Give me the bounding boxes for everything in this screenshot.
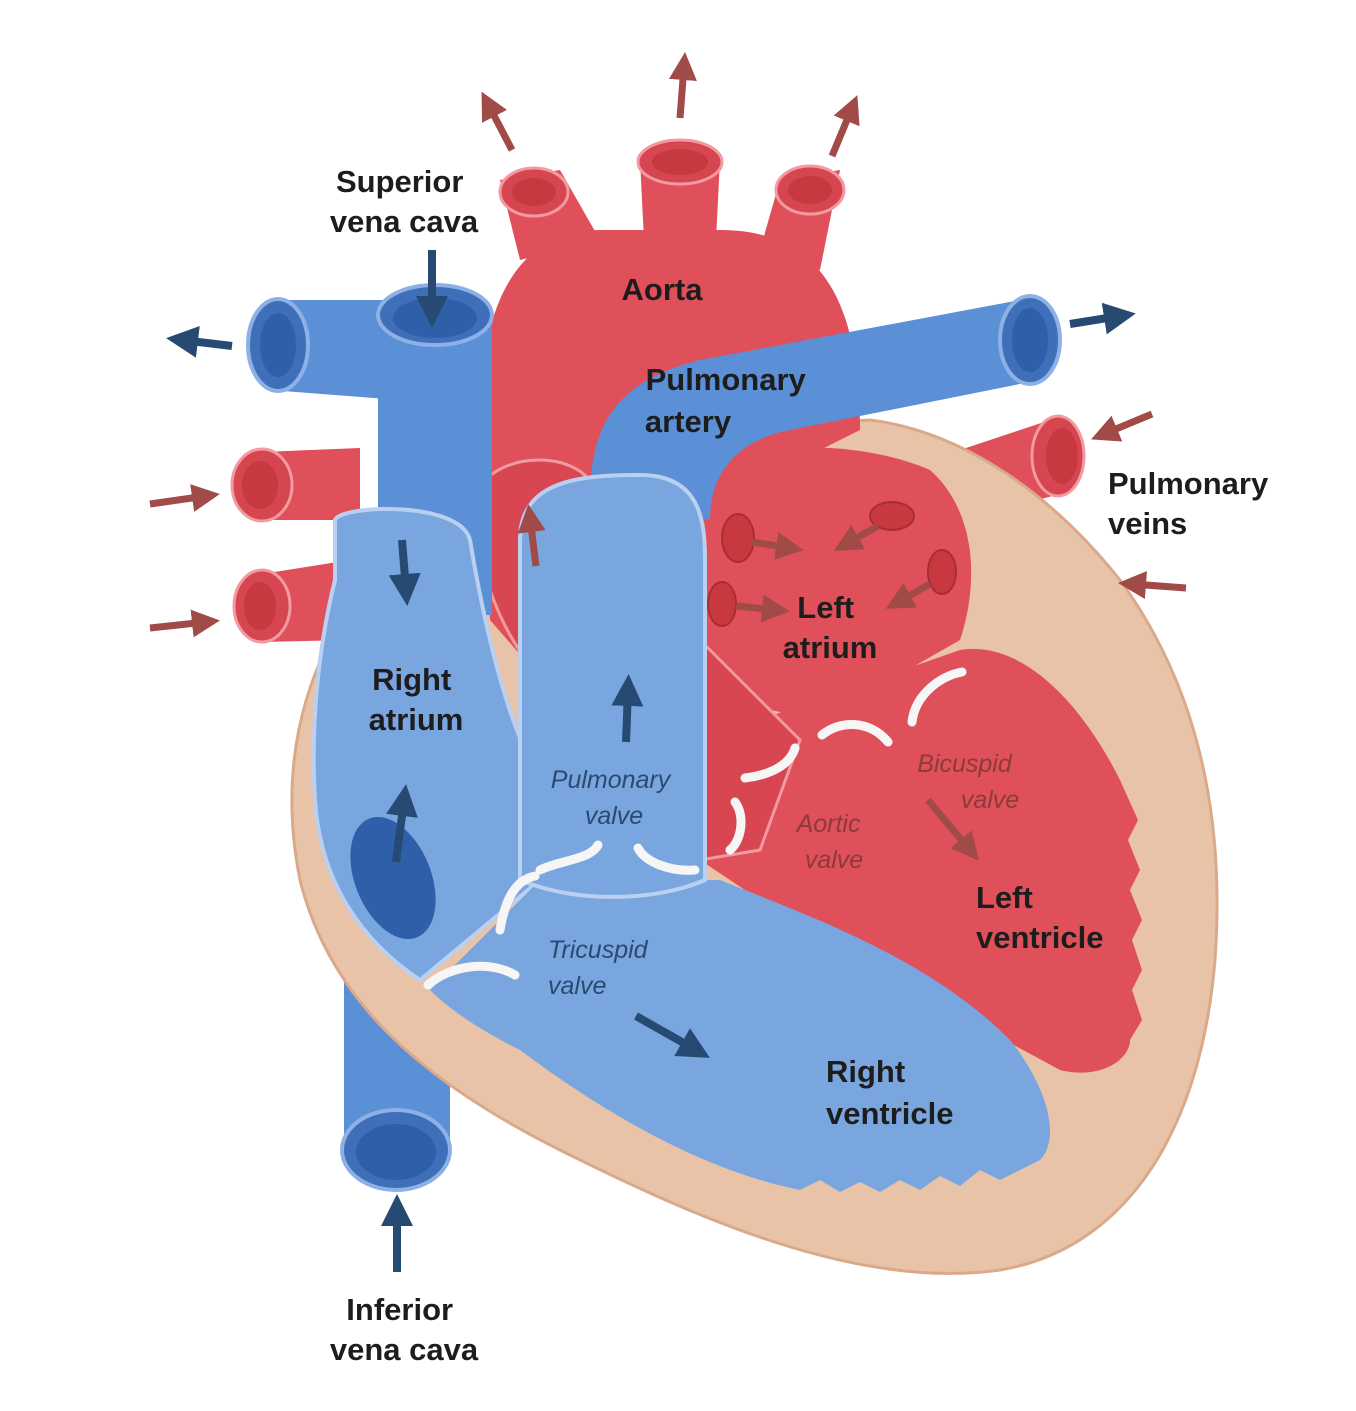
- label-pulmonary-valve-line2: valve: [585, 802, 643, 830]
- arrow-pulmonary-trunk-up: [611, 674, 644, 743]
- label-aortic-valve-line2: valve: [805, 846, 863, 874]
- label-bicuspid-valve-line2: valve: [961, 786, 1019, 814]
- arrow-pulmonary-right-out: [1069, 302, 1136, 335]
- label-superior-vena-cava-line2: vena cava: [330, 204, 479, 239]
- pulmonary-vein-openings: [707, 501, 957, 627]
- arrow-pulmonary-left-out: [166, 326, 233, 358]
- arrow-pv-right-upper: [1091, 410, 1154, 442]
- label-superior-vena-cava-line1: Superior: [336, 164, 463, 199]
- label-inferior-vena-cava-line2: vena cava: [330, 1332, 479, 1367]
- label-left-atrium-line1: Left: [797, 590, 854, 625]
- label-aorta: Aorta: [622, 272, 704, 307]
- valves: [423, 667, 967, 990]
- label-pulmonary-artery: Pulmonary artery: [645, 362, 815, 439]
- arrow-aorta-left: [481, 91, 516, 152]
- label-tricuspid-valve: Tricuspid valve: [548, 936, 655, 1000]
- oxygenated-flow-arrows: [149, 52, 1187, 861]
- pulmonary-trunk: [518, 472, 707, 899]
- label-tricuspid-valve-line1: Tricuspid: [548, 936, 649, 964]
- label-inferior-vena-cava-line1: Inferior: [346, 1292, 453, 1327]
- label-tricuspid-valve-line2: valve: [548, 972, 606, 1000]
- label-pulmonary-artery-line1: Pulmonary: [646, 362, 807, 397]
- label-pulmonary-valve: Pulmonary valve: [551, 766, 677, 830]
- label-pulmonary-artery-line2: artery: [645, 404, 732, 439]
- pulmonary-veins-left: [230, 447, 360, 644]
- deoxygenated-flow-arrows: [166, 250, 1136, 1272]
- label-aortic-valve: Aortic valve: [795, 810, 868, 874]
- label-pulmonary-veins-line1: Pulmonary: [1108, 466, 1269, 501]
- bicuspid-valve-cusp-right: [907, 667, 967, 727]
- arrow-pv-left-lower: [149, 609, 220, 638]
- label-right-ventricle-line2: ventricle: [826, 1096, 954, 1131]
- tricuspid-valve-cusp-upper: [495, 871, 540, 935]
- label-left-ventricle-line1: Left: [976, 880, 1033, 915]
- label-left-ventricle: Left ventricle: [976, 880, 1104, 955]
- arrow-right-ventricle: [634, 1012, 710, 1058]
- arrow-right-atrium-up: [386, 784, 418, 863]
- arrow-right-atrium-down: [388, 539, 421, 606]
- aortic-valve-cusp-upper: [740, 743, 800, 783]
- label-right-atrium-line1: Right: [372, 662, 451, 697]
- arrow-la-3: [833, 522, 880, 551]
- arrow-pv-left-upper: [149, 484, 220, 512]
- label-aortic-valve-line1: Aortic: [795, 810, 861, 838]
- label-bicuspid-valve-line1: Bicuspid: [917, 750, 1013, 778]
- label-pulmonary-valve-line1: Pulmonary: [551, 766, 672, 794]
- arrow-pv-right-lower: [1118, 571, 1187, 599]
- label-pulmonary-veins-line2: veins: [1108, 506, 1187, 541]
- right-ventricle-chamber: [430, 880, 1050, 1192]
- label-bicuspid-valve: Bicuspid valve: [917, 750, 1019, 814]
- label-pulmonary-veins: Pulmonary veins: [1108, 466, 1277, 541]
- tricuspid-valve-cusp-lower: [423, 961, 520, 990]
- arrow-la-1: [751, 531, 804, 560]
- pulmonary-valve-cusp-right: [633, 843, 700, 875]
- bicuspid-valve-cusp-left: [817, 720, 893, 747]
- label-right-atrium: Right atrium: [369, 662, 464, 737]
- aortic-valve-cusp-lower: [725, 797, 746, 855]
- pulmonary-valve-cusp-left: [535, 840, 603, 875]
- pulmonary-artery: [246, 294, 1062, 520]
- arrow-aortic-root: [517, 504, 546, 567]
- label-right-ventricle: Right ventricle: [826, 1054, 954, 1131]
- label-right-atrium-line2: atrium: [369, 702, 464, 737]
- label-inferior-vena-cava: Inferior vena cava: [330, 1292, 479, 1367]
- label-left-atrium: Left atrium: [783, 590, 878, 665]
- arrow-aorta-right: [828, 95, 860, 158]
- label-left-atrium-line2: atrium: [783, 630, 878, 665]
- arrow-la-2: [735, 594, 790, 623]
- label-right-ventricle-line1: Right: [826, 1054, 905, 1089]
- left-ventricle-chamber: [700, 648, 1142, 1073]
- fossa-ovalis: [350, 816, 436, 940]
- arrow-aorta-center: [668, 52, 697, 119]
- arrow-la-4: [885, 580, 932, 609]
- label-left-ventricle-line2: ventricle: [976, 920, 1104, 955]
- label-superior-vena-cava: Superior vena cava: [330, 164, 479, 239]
- arrow-left-ventricle: [925, 797, 980, 861]
